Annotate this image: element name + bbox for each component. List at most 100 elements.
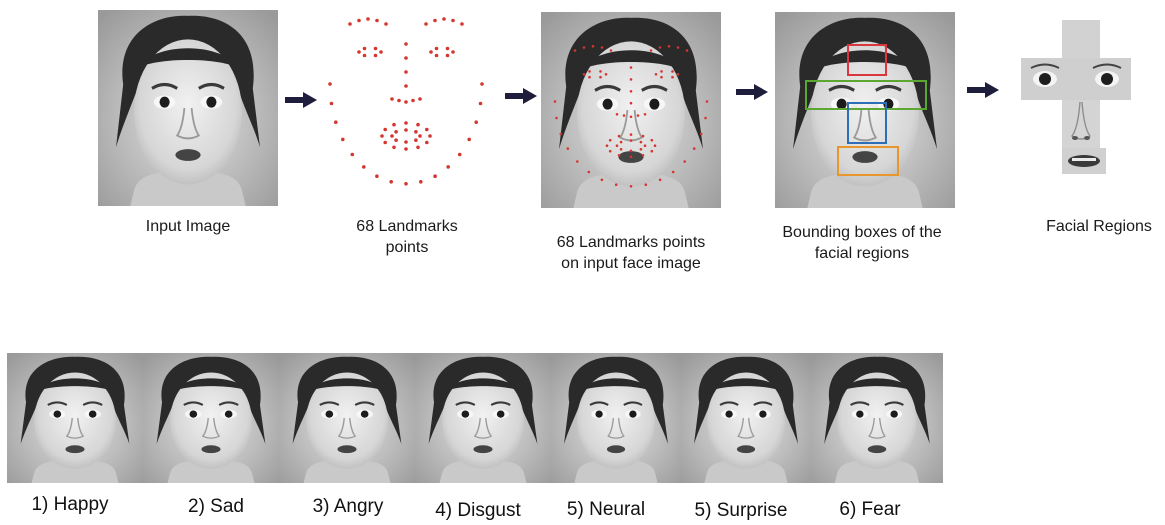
landmarks-caption: 68 Landmarks points (342, 216, 472, 258)
landmark-point-overlay (642, 154, 645, 157)
landmark-point-overlay (592, 45, 595, 48)
input-image-caption: Input Image (98, 216, 278, 237)
landmark-point-overlay (618, 135, 621, 138)
landmark-point (404, 147, 408, 151)
landmark-point-overlay (609, 150, 612, 153)
landmark-point-overlay (588, 70, 591, 73)
landmark-point (374, 54, 378, 58)
landmark-point-overlay (668, 45, 671, 48)
landmark-point (418, 97, 422, 101)
emotion-label-fear: 6) Fear (815, 499, 925, 521)
landmark-point-overlay (616, 144, 619, 147)
landmark-point (446, 165, 450, 169)
landmark-point (384, 22, 388, 26)
landmark-point (404, 100, 408, 104)
landmark-point (451, 50, 455, 54)
landmark-point-overlay (620, 148, 623, 151)
landmark-point (394, 130, 398, 134)
landmark-point-overlay (615, 183, 618, 186)
landmark-point-overlay (630, 185, 633, 188)
emotion-label-angry: 3) Angry (293, 496, 403, 518)
landmark-point-overlay (588, 76, 591, 79)
mouth-region (1062, 148, 1106, 174)
landmark-point (435, 54, 439, 58)
landmark-point (375, 174, 379, 178)
landmark-point-overlay (630, 78, 633, 81)
landmark-point (458, 153, 462, 157)
landmark-point (446, 54, 450, 58)
landmark-point (392, 146, 396, 150)
landmark-point (397, 99, 401, 103)
landmark-point-overlay (601, 179, 604, 182)
landmark-point (433, 174, 437, 178)
landmark-point-overlay (630, 90, 633, 93)
landmark-point (351, 153, 355, 157)
landmark-point-overlay (609, 139, 612, 142)
landmark-point (416, 146, 420, 150)
arrow-right-icon (505, 88, 537, 104)
landmark-point (442, 17, 446, 21)
eyes-region (1021, 58, 1131, 100)
landmark-point-overlay (599, 70, 602, 73)
landmark-point (383, 141, 387, 145)
landmark-point-overlay (637, 114, 640, 117)
landmark-point-overlay (671, 70, 674, 73)
landmark-point (404, 182, 408, 186)
landmark-point (428, 134, 432, 138)
landmark-point-overlay (567, 147, 570, 150)
landmark-point-overlay (654, 144, 657, 147)
landmark-point-overlay (651, 150, 654, 153)
emotion-label-disgust: 4) Disgust (418, 500, 538, 522)
landmark-point-overlay (630, 139, 633, 142)
landmark-point (404, 121, 408, 125)
landmark-point-overlay (555, 117, 558, 120)
input-face-image (98, 10, 278, 206)
landmark-point (479, 102, 483, 106)
landmark-point (451, 19, 455, 23)
landmark-point-overlay (677, 73, 680, 76)
landmark-point (425, 128, 429, 132)
landmark-point-overlay (693, 147, 696, 150)
landmark-point-overlay (644, 113, 647, 116)
landmark-point (380, 134, 384, 138)
emotion-face-neutral (551, 353, 681, 483)
landmark-point-overlay (645, 183, 648, 186)
landmark-point (374, 47, 378, 51)
landmark-point (375, 19, 379, 23)
landmark-point (404, 56, 408, 60)
landmark-point (424, 22, 428, 26)
landmark-point (366, 17, 370, 21)
landmark-point-overlay (671, 76, 674, 79)
landmark-point-overlay (630, 156, 633, 159)
landmark-point-overlay (630, 133, 633, 136)
landmark-point-overlay (599, 76, 602, 79)
landmark-point-overlay (660, 70, 663, 73)
landmark-point (390, 134, 394, 138)
emotion-face-fear (811, 353, 943, 483)
landmark-point (425, 141, 429, 145)
landmark-point-overlay (601, 46, 604, 49)
nose-bounding-box (847, 102, 887, 144)
emotion-faces-row (7, 353, 947, 483)
landmark-point (363, 47, 367, 51)
emotion-face-surprise (681, 353, 811, 483)
landmark-point-overlay (706, 100, 709, 103)
nose-region (1062, 100, 1100, 148)
landmark-point (416, 123, 420, 127)
bounding-boxes-image (775, 12, 955, 208)
emotion-label-neutral: 5) Neural (546, 499, 666, 521)
landmark-point (414, 130, 418, 134)
arrow-right-icon (736, 84, 768, 100)
landmark-point (414, 138, 418, 142)
landmark-point (446, 47, 450, 51)
landmarks-on-face-caption: 68 Landmarks points on input face image (556, 232, 706, 274)
landmark-point (467, 138, 471, 142)
facial-regions-caption: Facial Regions (1035, 216, 1163, 237)
landmark-point (411, 99, 415, 103)
landmark-point (357, 19, 361, 23)
landmark-point-overlay (640, 148, 643, 151)
emotion-label-surprise: 5) Surprise (676, 500, 806, 522)
landmark-point-overlay (588, 171, 591, 174)
landmark-point-overlay (630, 102, 633, 105)
landmark-point-overlay (650, 49, 653, 52)
